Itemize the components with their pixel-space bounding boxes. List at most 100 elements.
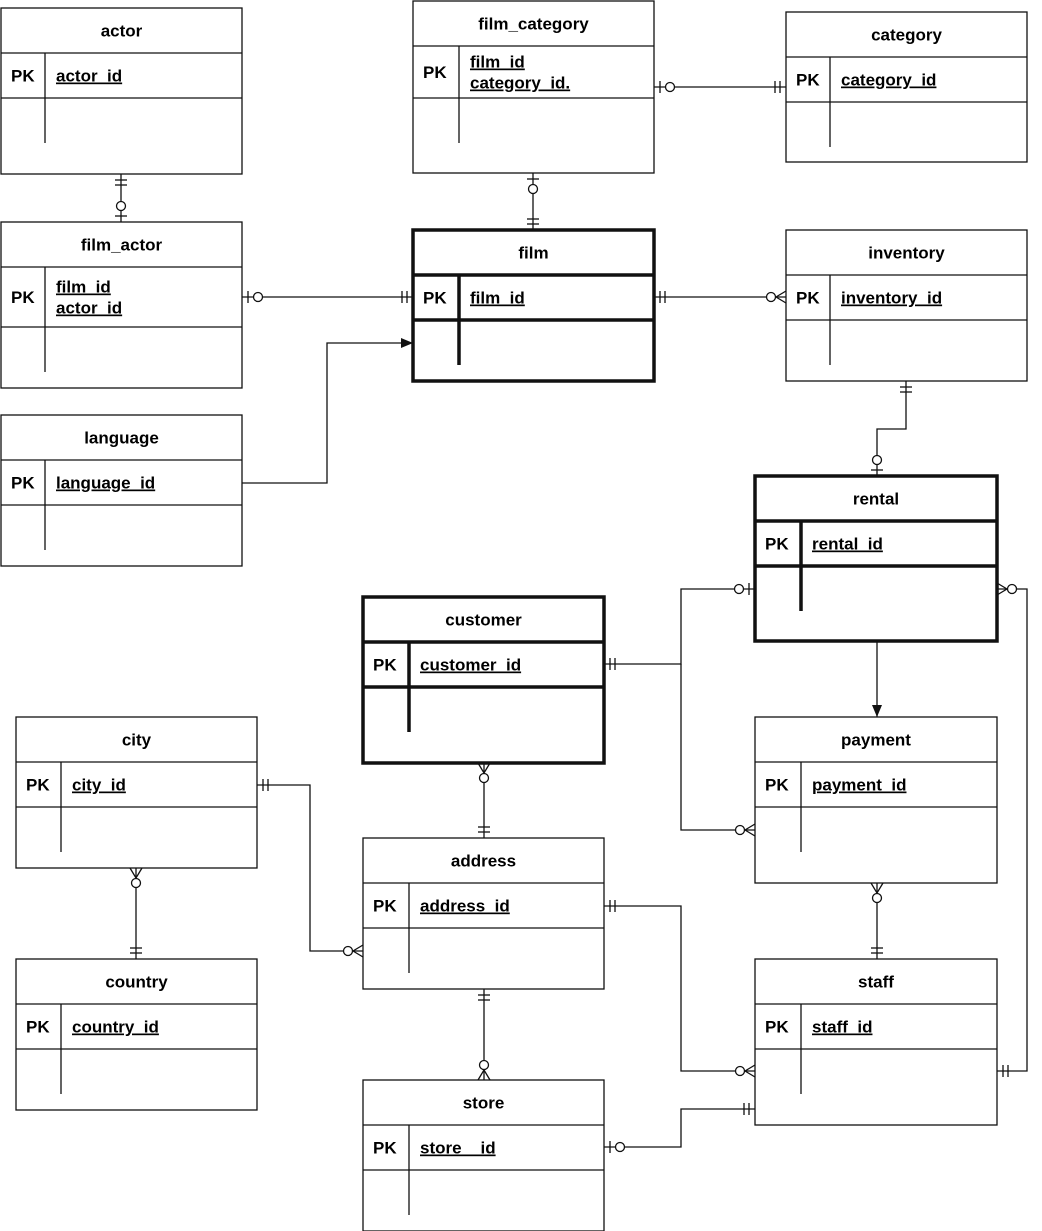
relationship-address-staff[interactable] xyxy=(604,900,756,1078)
arrowhead-marker xyxy=(401,338,413,348)
entity-box[interactable] xyxy=(362,1079,605,1231)
entity-title: store xyxy=(463,1094,505,1113)
zero-circle-marker xyxy=(342,945,354,957)
relationship-film_category-film[interactable] xyxy=(527,173,539,230)
zero-circle-marker xyxy=(115,200,127,212)
relationship-city-address[interactable] xyxy=(257,779,364,958)
relationship-line[interactable] xyxy=(242,342,413,484)
pk-field: address_id xyxy=(420,897,510,916)
relationship-line[interactable] xyxy=(876,381,907,476)
entity-box[interactable] xyxy=(785,11,1028,163)
relationship-payment-staff[interactable] xyxy=(870,882,884,959)
relationship-store-staff[interactable] xyxy=(604,1103,755,1153)
entity-box[interactable] xyxy=(0,7,243,175)
pk-field: country_id xyxy=(72,1018,159,1037)
entity-box[interactable] xyxy=(754,716,998,884)
pk-field: city_id xyxy=(72,776,126,795)
pk-field: customer_id xyxy=(420,656,521,675)
entity-box[interactable] xyxy=(0,414,243,567)
pk-label: PK xyxy=(11,474,35,493)
relationship-customer-address[interactable] xyxy=(477,762,491,838)
zero-circle-marker xyxy=(664,81,676,93)
pk-field: category_id. xyxy=(470,74,570,93)
relationship-line[interactable] xyxy=(604,905,755,1072)
pk-field: actor_id xyxy=(56,299,122,318)
relationship-line[interactable] xyxy=(680,664,755,831)
pk-label: PK xyxy=(796,289,820,308)
entity-box[interactable] xyxy=(0,221,243,389)
entity-box[interactable] xyxy=(753,474,999,643)
entity-title: actor xyxy=(101,22,143,41)
relationship-film-inventory[interactable] xyxy=(654,290,787,304)
relationship-address-store[interactable] xyxy=(477,989,491,1081)
pk-field: actor_id xyxy=(56,67,122,86)
relationship-layer xyxy=(115,81,1028,1153)
zero-circle-marker xyxy=(130,877,142,889)
relationship-rental-payment[interactable] xyxy=(872,641,882,717)
entity-box[interactable] xyxy=(361,595,606,765)
entity-box[interactable] xyxy=(362,837,605,990)
pk-label: PK xyxy=(765,776,789,795)
entity-title: film_category xyxy=(478,15,589,34)
relationship-customer-rental[interactable] xyxy=(604,583,755,670)
entity-box[interactable] xyxy=(15,958,258,1111)
pk-field: language_id xyxy=(56,474,155,493)
relationship-line[interactable] xyxy=(997,588,1028,1072)
zero-circle-marker xyxy=(1006,583,1018,595)
zero-circle-marker xyxy=(765,291,777,303)
entity-title: language xyxy=(84,429,159,448)
entity-title: country xyxy=(105,973,168,992)
relationship-customer-payment[interactable] xyxy=(680,664,756,837)
pk-label: PK xyxy=(11,67,35,86)
entity-box[interactable] xyxy=(785,229,1028,382)
relationship-line[interactable] xyxy=(604,588,755,665)
relationship-film_category-category[interactable] xyxy=(654,81,786,93)
pk-field: store__id xyxy=(420,1139,496,1158)
zero-circle-marker xyxy=(734,1065,746,1077)
relationship-line[interactable] xyxy=(257,784,363,952)
zero-circle-marker xyxy=(614,1141,626,1153)
relationship-inventory-rental[interactable] xyxy=(871,381,912,476)
entity-title: payment xyxy=(841,731,911,750)
relationship-city-country[interactable] xyxy=(129,867,143,959)
pk-field: film_id xyxy=(470,53,525,72)
relationship-line[interactable] xyxy=(604,1108,755,1148)
relationship-language-film[interactable] xyxy=(242,338,413,484)
pk-field: film_id xyxy=(470,289,525,308)
entity-box[interactable] xyxy=(412,0,655,174)
pk-field: category_id xyxy=(841,71,936,90)
pk-label: PK xyxy=(423,63,447,82)
zero-circle-marker xyxy=(252,291,264,303)
relationship-film_actor-film[interactable] xyxy=(242,291,413,303)
entity-title: inventory xyxy=(868,244,945,263)
pk-label: PK xyxy=(796,71,820,90)
pk-field: staff_id xyxy=(812,1018,872,1037)
relationship-actor-film_actor[interactable] xyxy=(115,174,127,222)
pk-field: film_id xyxy=(56,278,111,297)
relationship-staff-rental[interactable] xyxy=(996,582,1028,1077)
pk-label: PK xyxy=(765,1018,789,1037)
entity-box[interactable] xyxy=(15,716,258,869)
entity-title: address xyxy=(451,852,516,871)
zero-circle-marker xyxy=(478,1059,490,1071)
pk-label: PK xyxy=(765,535,789,554)
pk-label: PK xyxy=(423,289,447,308)
entity-box[interactable] xyxy=(411,228,656,383)
entity-box[interactable] xyxy=(754,958,998,1126)
